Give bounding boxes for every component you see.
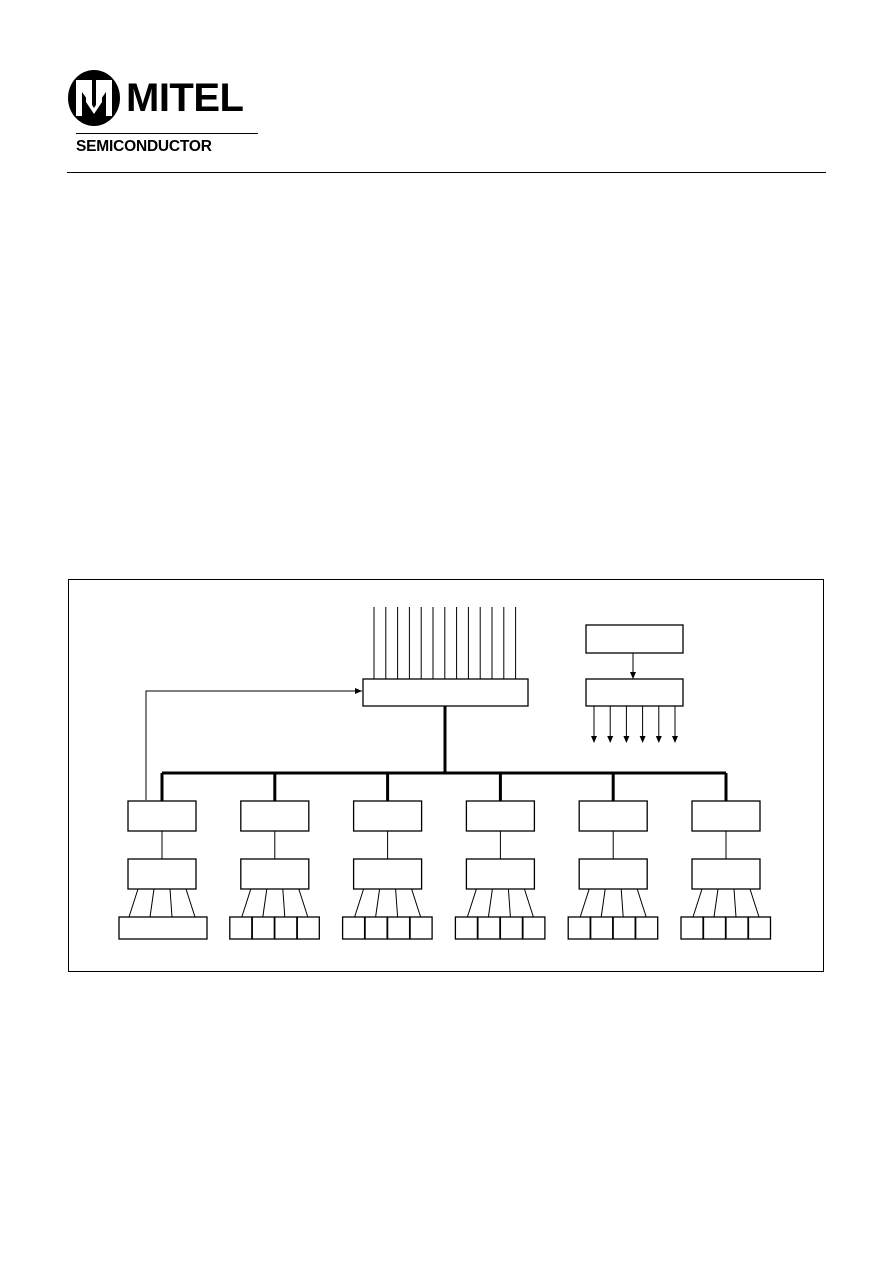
block-diagram (68, 579, 824, 972)
branch-block-lower (352, 858, 423, 890)
branch-block-upper (127, 800, 197, 832)
terminal-block (251, 916, 275, 940)
feedback-arrowhead (355, 688, 362, 694)
fan-line (579, 888, 590, 918)
fan-line (262, 888, 268, 918)
output-block (585, 678, 684, 707)
fan-line (466, 888, 477, 918)
fan-line (620, 888, 624, 918)
branch-block-upper (240, 800, 310, 832)
terminal-block (409, 916, 433, 940)
branch-block-lower (578, 858, 648, 890)
feedback-line (145, 690, 362, 800)
branch-block-upper (691, 800, 761, 832)
terminal-block (522, 916, 546, 940)
fan-line (282, 888, 286, 918)
terminal-block (477, 916, 501, 940)
output-arrowhead (623, 736, 630, 743)
terminal-block (274, 916, 298, 940)
fan-line (507, 888, 511, 918)
terminal-block (590, 916, 614, 940)
fan-line (487, 888, 493, 918)
terminal-block (386, 916, 411, 940)
fan-line (149, 888, 155, 918)
branch-block-lower (240, 858, 310, 890)
central-block (362, 678, 529, 707)
terminal-block (454, 916, 479, 940)
fan-line (298, 888, 309, 918)
header-divider (67, 172, 826, 173)
output-arrowhead (639, 736, 646, 743)
output-arrowhead (607, 736, 614, 743)
fan-line (411, 888, 422, 918)
fan-line (600, 888, 606, 918)
block-diagram-canvas (118, 607, 772, 940)
fan-line (185, 888, 196, 918)
branch-block-upper (465, 800, 536, 832)
fan-line (169, 888, 173, 918)
branch-block-lower (691, 858, 761, 890)
fan-line (749, 888, 760, 918)
company-logo: MITEL SEMICONDUCTOR (66, 68, 266, 160)
terminal-block (635, 916, 659, 940)
terminal-block (680, 916, 704, 940)
terminal-block (725, 916, 749, 940)
top-right-block (585, 624, 684, 654)
fan-line (523, 888, 534, 918)
brand-name: MITEL (126, 76, 244, 120)
fan-line (733, 888, 737, 918)
branch-block-lower (465, 858, 536, 890)
fan-line (636, 888, 647, 918)
output-arrowhead (655, 736, 662, 743)
fan-line (241, 888, 252, 918)
output-arrowhead (591, 736, 597, 743)
top-right-arrowhead (630, 672, 636, 679)
fan-line (375, 888, 381, 918)
terminal-block (612, 916, 636, 940)
terminal-block (747, 916, 772, 940)
logo-divider (76, 133, 258, 134)
branch-block-upper (578, 800, 648, 832)
terminal-block-wide (118, 916, 208, 940)
fan-line (395, 888, 399, 918)
fan-line (713, 888, 719, 918)
terminal-block (296, 916, 320, 940)
terminal-block (364, 916, 388, 940)
terminal-block (229, 916, 253, 940)
terminal-block (499, 916, 524, 940)
output-arrowhead (672, 736, 678, 743)
mitel-logo-icon (68, 70, 120, 126)
terminal-block (567, 916, 591, 940)
brand-tagline: SEMICONDUCTOR (76, 138, 212, 155)
fan-line (354, 888, 365, 918)
fan-line (692, 888, 703, 918)
fan-line (128, 888, 139, 918)
terminal-block (702, 916, 727, 940)
terminal-block (341, 916, 366, 940)
branch-block-lower (127, 858, 197, 890)
branch-block-upper (352, 800, 423, 832)
